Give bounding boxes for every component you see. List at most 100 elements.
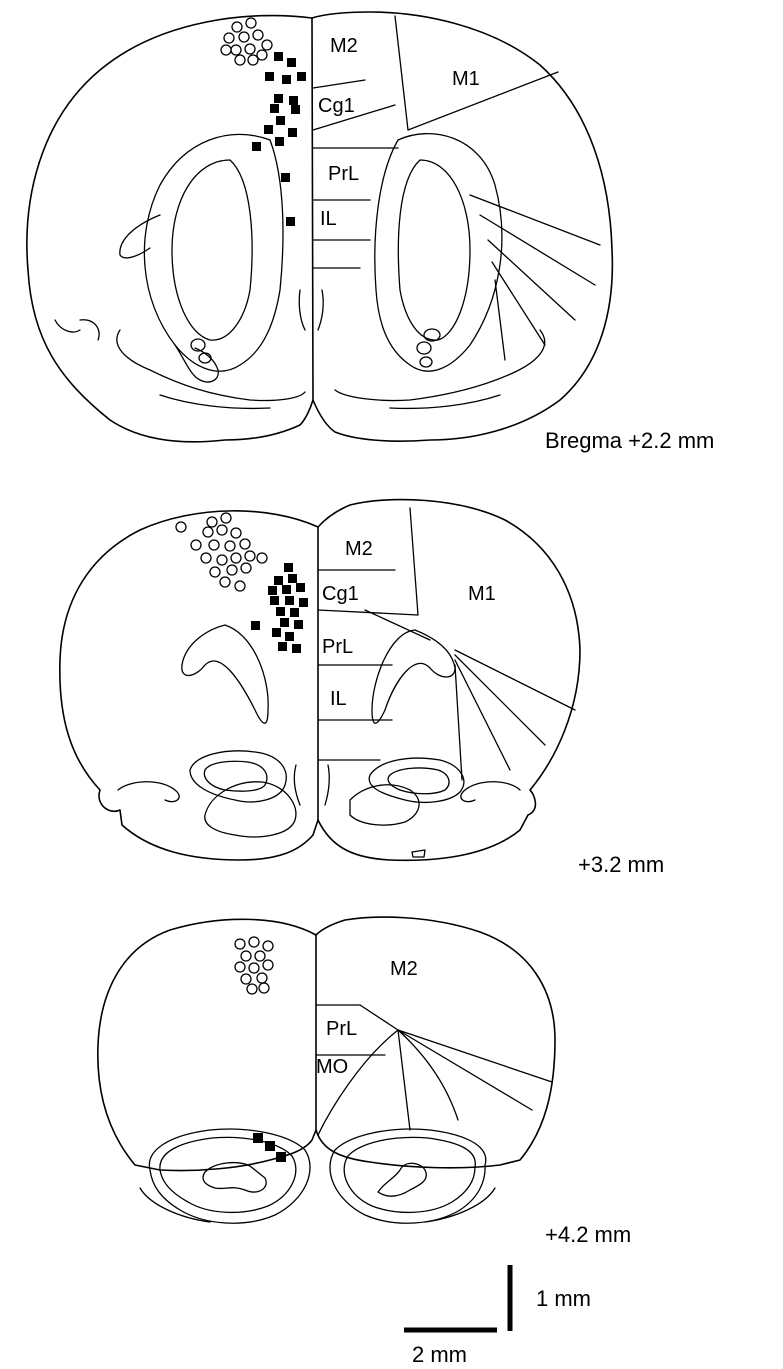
section-bregma-2-2: M2 M1 Cg1 PrL IL [27, 12, 714, 453]
ventral-island [417, 342, 431, 354]
filled-square [296, 583, 305, 592]
filled-square [290, 608, 299, 617]
region-label-prl: PrL [326, 1018, 357, 1040]
open-circle [249, 963, 259, 973]
ventral-structure [160, 1137, 296, 1212]
region-label-m1: M1 [468, 583, 496, 605]
ventral-island [420, 357, 432, 367]
section-caption: Bregma +2.2 mm [545, 428, 714, 453]
region-label-cg1: Cg1 [322, 583, 359, 605]
filled-square [274, 52, 283, 61]
open-circle [263, 960, 273, 970]
ventral-layer [335, 330, 545, 401]
right-striatum [375, 134, 502, 372]
ventral-island [199, 353, 211, 363]
filled-square [282, 75, 291, 84]
region-label-cg1: Cg1 [318, 95, 355, 117]
filled-square [292, 644, 301, 653]
filled-square [270, 596, 279, 605]
region-boundary [492, 262, 545, 345]
ventral-layer [390, 395, 500, 408]
open-circle [217, 555, 227, 565]
open-circle [221, 513, 231, 523]
section-4-2: M2 PrL MO +4.2 mm [98, 917, 631, 1247]
open-circle [235, 55, 245, 65]
region-boundary [408, 72, 558, 130]
open-circle [235, 581, 245, 591]
region-label-m2: M2 [330, 35, 358, 57]
ventral-structure [149, 1129, 310, 1223]
region-boundary [318, 1030, 398, 1135]
open-circle [262, 40, 272, 50]
open-circle [255, 951, 265, 961]
open-circle [259, 983, 269, 993]
open-circle-markers [221, 18, 272, 65]
left-ventricle [172, 160, 252, 340]
ventral-structure [330, 1129, 486, 1223]
open-circle [249, 937, 259, 947]
open-circle [240, 539, 250, 549]
filled-square [252, 142, 261, 151]
filled-square [275, 137, 284, 146]
filled-square [268, 586, 277, 595]
ventral-structure [204, 761, 266, 791]
open-circle [227, 565, 237, 575]
open-circle [257, 553, 267, 563]
brain-outline [98, 917, 555, 1170]
region-boundary [495, 280, 505, 360]
ventral-layer [294, 765, 300, 805]
ventral-layer [425, 1188, 495, 1222]
filled-square [278, 642, 287, 651]
region-boundary [398, 1030, 552, 1082]
ventral-structure [344, 1137, 475, 1212]
filled-square [291, 105, 300, 114]
section-3-2: M2 M1 Cg1 PrL IL [60, 500, 664, 877]
open-circle [207, 517, 217, 527]
ventral-layer [160, 395, 270, 408]
open-circle [248, 55, 258, 65]
open-circle [191, 540, 201, 550]
filled-square-markers [251, 563, 308, 653]
filled-square [281, 173, 290, 182]
open-circle [257, 50, 267, 60]
filled-square [265, 72, 274, 81]
left-cortex-fold [120, 215, 160, 258]
filled-square [284, 563, 293, 572]
filled-square [287, 58, 296, 67]
region-boundary [398, 1030, 532, 1110]
open-circle [224, 33, 234, 43]
filled-square [274, 94, 283, 103]
ventral-structure [388, 768, 449, 794]
open-circle [241, 563, 251, 573]
filled-square [294, 620, 303, 629]
open-circle [231, 528, 241, 538]
region-boundary [480, 215, 595, 285]
open-circle [210, 567, 220, 577]
filled-square [286, 217, 295, 226]
open-circle [245, 551, 255, 561]
region-label-m1: M1 [452, 68, 480, 90]
open-circle [235, 939, 245, 949]
left-striatum [144, 134, 283, 371]
region-boundary [455, 650, 575, 710]
filled-square [282, 585, 291, 594]
open-circle [263, 941, 273, 951]
filled-square [276, 1152, 286, 1162]
region-boundary [455, 665, 462, 780]
open-circle [220, 577, 230, 587]
open-circle [241, 974, 251, 984]
region-label-il: IL [320, 208, 337, 230]
filled-square [276, 116, 285, 125]
scale-bar: 1 mm 2 mm [404, 1265, 591, 1367]
midline [312, 18, 313, 400]
ventral-layer [118, 782, 179, 802]
left-ventricle [182, 625, 268, 723]
open-circle [245, 44, 255, 54]
region-boundary [455, 655, 545, 745]
ventral-structure [378, 1163, 426, 1196]
ventral-layer [412, 850, 425, 857]
filled-square [270, 104, 279, 113]
open-circle-markers [176, 513, 267, 591]
open-circle [209, 540, 219, 550]
